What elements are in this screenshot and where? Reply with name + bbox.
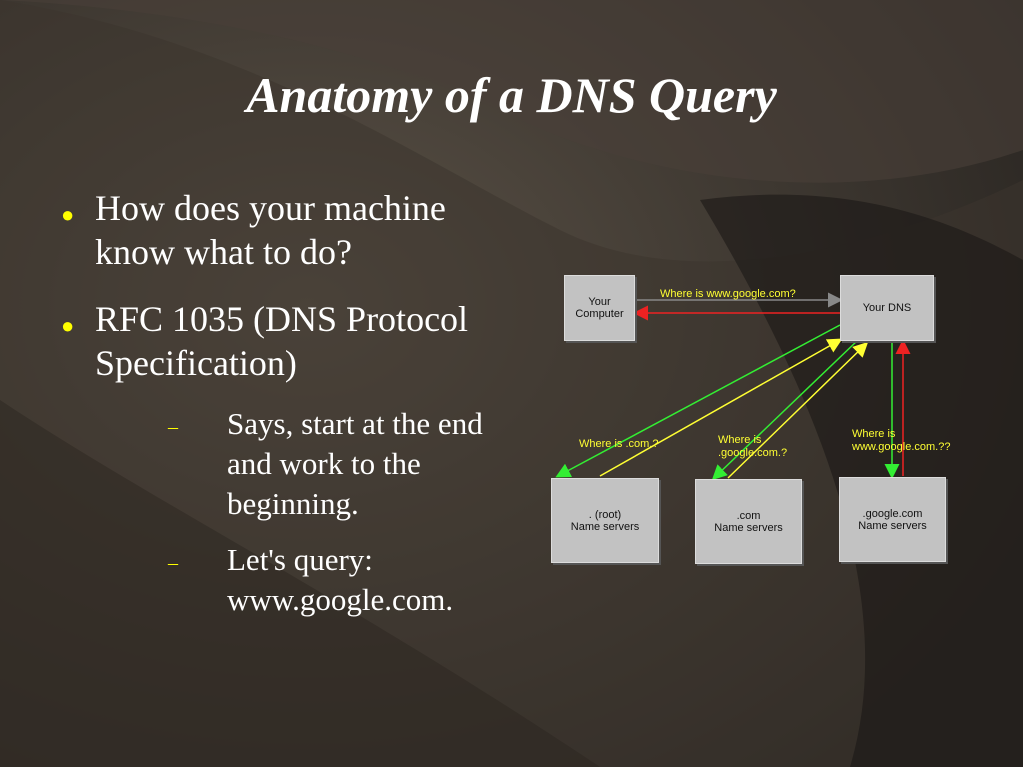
- bullet-1: How does your machine know what to do?: [95, 188, 446, 272]
- node-your-computer: Your Computer: [564, 275, 635, 341]
- sub-bullet-2: Let's query: www.google.com.: [227, 542, 454, 617]
- sub-bullet-dash-2: –: [168, 552, 178, 574]
- bullet-dot-1: ●: [61, 202, 75, 227]
- label-query-main: Where is www.google.com?: [660, 288, 796, 300]
- label-query-root: Where is .com.?: [579, 438, 659, 450]
- node-com-name-servers: .com Name servers: [695, 479, 802, 564]
- label-query-google: Where is www.google.com.??: [852, 428, 951, 453]
- node-root-name-servers: . (root) Name servers: [551, 478, 659, 563]
- arrow-com-to-dns: [727, 341, 869, 479]
- bullet-dot-2: ●: [61, 313, 75, 338]
- node-google-name-servers: .google.com Name servers: [839, 477, 946, 562]
- label-query-com: Where is .google.com.?: [718, 434, 788, 459]
- sub-bullet-dash-1: –: [168, 416, 178, 438]
- bullet-2: RFC 1035 (DNS Protocol Specification): [95, 299, 469, 383]
- node-your-dns: Your DNS: [840, 275, 934, 341]
- slide-title: Anatomy of a DNS Query: [246, 67, 777, 123]
- sub-bullet-1: Says, start at the end and work to the b…: [227, 406, 483, 521]
- arrow-root-to-dns: [599, 338, 843, 477]
- arrow-dns-to-root: [555, 324, 841, 478]
- arrow-dns-to-com: [711, 339, 859, 481]
